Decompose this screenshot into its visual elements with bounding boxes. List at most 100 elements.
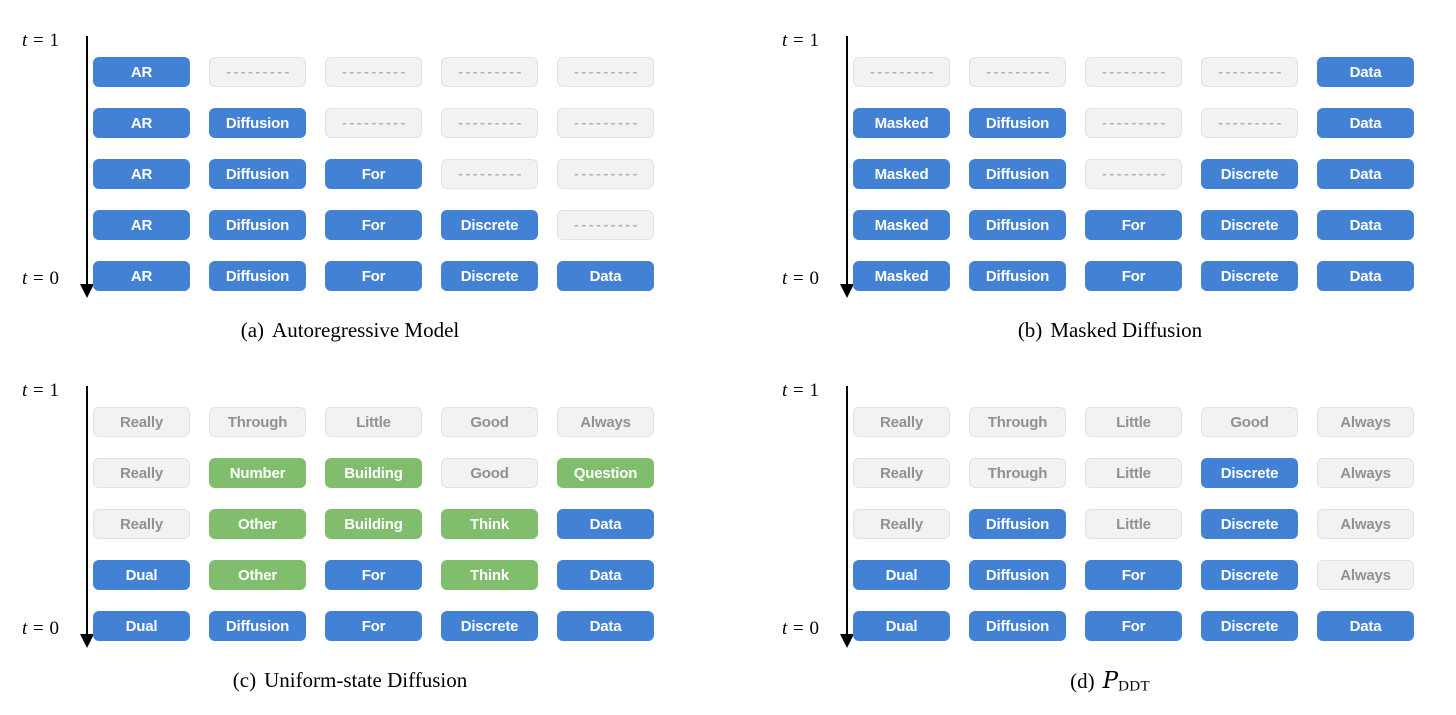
time-axis-label-top: t = 1 — [22, 30, 60, 52]
token-cell: Number — [209, 458, 306, 488]
time-op: = — [793, 268, 805, 289]
time-var: t — [782, 380, 788, 401]
token-cell: Always — [557, 407, 654, 437]
token-cell: --------- — [1085, 57, 1182, 87]
token-cell: AR — [93, 159, 190, 189]
token-row: Masked Diffusion --------- --------- Dat… — [853, 108, 1453, 138]
token-cell: Really — [93, 407, 190, 437]
token-cell: Little — [1085, 509, 1182, 539]
token-cell: Really — [853, 509, 950, 539]
token-cell: --------- — [1085, 159, 1182, 189]
token-cell: --------- — [1201, 57, 1298, 87]
caption-text: Masked Diffusion — [1050, 318, 1203, 342]
token-cell: Good — [441, 458, 538, 488]
token-cell: --------- — [969, 57, 1066, 87]
token-cell: Discrete — [1201, 509, 1298, 539]
token-cell: --------- — [853, 57, 950, 87]
panel-caption: (d)PDDT — [760, 668, 1456, 695]
token-cell: Diffusion — [209, 261, 306, 291]
token-cell: Dual — [853, 611, 950, 641]
token-cell: For — [325, 261, 422, 291]
token-cell: Through — [209, 407, 306, 437]
time-op: = — [33, 30, 45, 51]
time-var: t — [782, 30, 788, 51]
time-op: = — [793, 618, 805, 639]
time-value: 0 — [809, 618, 820, 639]
token-cell: Diffusion — [969, 611, 1066, 641]
time-axis-label-bottom: t = 0 — [782, 268, 820, 290]
caption-text: Uniform-state Diffusion — [264, 668, 468, 692]
token-cell: Little — [1085, 407, 1182, 437]
time-axis-arrowhead — [80, 284, 94, 298]
token-cell: Discrete — [441, 261, 538, 291]
token-cell: Data — [1317, 210, 1414, 240]
panel-caption: (c)Uniform-state Diffusion — [0, 668, 700, 693]
time-var: t — [782, 268, 788, 289]
token-cell: --------- — [325, 108, 422, 138]
time-op: = — [33, 618, 45, 639]
token-row: Really Through Little Good Always — [93, 407, 693, 437]
token-cell: Discrete — [1201, 560, 1298, 590]
token-cell: Really — [853, 407, 950, 437]
token-row: Masked Diffusion For Discrete Data — [853, 261, 1453, 291]
panel-caption: (b)Masked Diffusion — [760, 318, 1456, 343]
time-op: = — [33, 380, 45, 401]
token-row: Really Diffusion Little Discrete Always — [853, 509, 1453, 539]
token-cell: Building — [325, 509, 422, 539]
token-cell: --------- — [1201, 108, 1298, 138]
token-cell: --------- — [1085, 108, 1182, 138]
token-cell: For — [325, 560, 422, 590]
time-op: = — [33, 268, 45, 289]
token-cell: Good — [1201, 407, 1298, 437]
token-cell: Masked — [853, 210, 950, 240]
token-cell: Question — [557, 458, 654, 488]
token-cell: Data — [1317, 261, 1414, 291]
token-cell: Dual — [93, 611, 190, 641]
token-cell: --------- — [557, 108, 654, 138]
token-cell: AR — [93, 108, 190, 138]
token-row: Dual Diffusion For Discrete Data — [93, 611, 693, 641]
token-cell: Discrete — [1201, 159, 1298, 189]
time-axis-label-top: t = 1 — [782, 380, 820, 402]
token-cell: --------- — [209, 57, 306, 87]
token-cell: Really — [853, 458, 950, 488]
time-value: 0 — [809, 268, 820, 289]
token-cell: Data — [557, 560, 654, 590]
time-op: = — [793, 380, 805, 401]
token-cell: Through — [969, 407, 1066, 437]
token-cell: --------- — [441, 159, 538, 189]
time-op: = — [793, 30, 805, 51]
time-axis-arrowhead — [840, 634, 854, 648]
token-cell: --------- — [557, 57, 654, 87]
token-row: AR --------- --------- --------- -------… — [93, 57, 693, 87]
token-grid: Really Through Little Good Always Really… — [853, 407, 1453, 647]
token-cell: Other — [209, 509, 306, 539]
token-cell: Dual — [853, 560, 950, 590]
time-var: t — [782, 618, 788, 639]
time-axis-label-bottom: t = 0 — [22, 618, 60, 640]
token-cell: Diffusion — [209, 108, 306, 138]
token-grid: Really Through Little Good Always Really… — [93, 407, 693, 647]
token-cell: Diffusion — [969, 261, 1066, 291]
token-cell: For — [1085, 560, 1182, 590]
panel-autoregressive-model: t = 1 t = 0 AR --------- --------- -----… — [0, 0, 700, 357]
token-cell: For — [325, 611, 422, 641]
token-cell: Discrete — [441, 210, 538, 240]
token-row: Really Through Little Discrete Always — [853, 458, 1453, 488]
time-value: 1 — [49, 380, 60, 401]
time-axis-label-bottom: t = 0 — [782, 618, 820, 640]
token-cell: Always — [1317, 509, 1414, 539]
token-cell: Building — [325, 458, 422, 488]
token-cell: Data — [557, 611, 654, 641]
token-cell: --------- — [325, 57, 422, 87]
token-cell: Diffusion — [969, 210, 1066, 240]
token-cell: Always — [1317, 560, 1414, 590]
caption-tag: (d) — [1070, 669, 1095, 693]
time-axis-label-top: t = 1 — [22, 380, 60, 402]
token-cell: Think — [441, 560, 538, 590]
token-grid: --------- --------- --------- --------- … — [853, 57, 1453, 297]
token-cell: AR — [93, 57, 190, 87]
token-cell: Data — [557, 509, 654, 539]
token-cell: Little — [1085, 458, 1182, 488]
